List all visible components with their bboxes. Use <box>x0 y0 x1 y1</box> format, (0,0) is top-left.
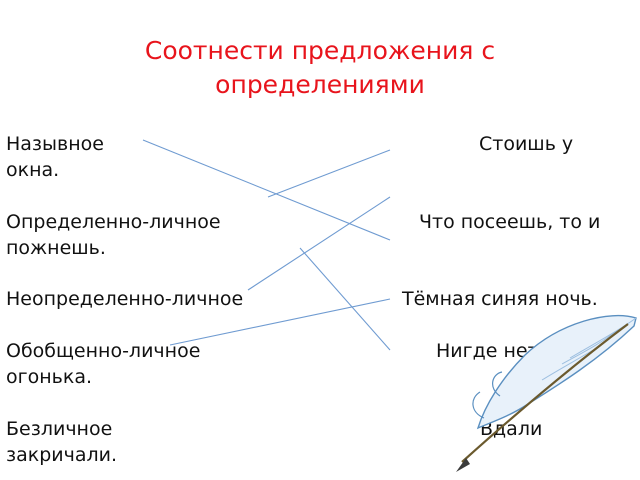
example-1-line-2: окна. <box>6 159 60 181</box>
connector-line <box>247 196 391 291</box>
sentence-type-3: Неопределенно-личное <box>6 288 244 310</box>
example-5-line-1: Вдали <box>480 418 543 440</box>
example-1-line-1: Стоишь у <box>479 133 574 155</box>
example-2-line-1: Что посеешь, то и <box>419 211 601 233</box>
slide-title: Соотнести предложения с определениями <box>144 36 496 99</box>
sentence-type-5: Безличное <box>6 418 113 440</box>
example-3-line-1: Тёмная синяя ночь. <box>402 288 598 310</box>
connector-line <box>299 247 391 351</box>
connector-line <box>267 149 391 198</box>
example-2-line-2: пожнешь. <box>6 237 106 259</box>
sentence-type-4: Обобщенно-личное <box>6 340 201 362</box>
feather-quill-icon <box>456 314 637 472</box>
sentence-type-1: Назывное <box>6 133 104 155</box>
example-4-line-2: огонька. <box>6 366 93 388</box>
example-5-line-2: закричали. <box>6 444 118 466</box>
sentence-type-2: Определенно-личное <box>6 211 221 233</box>
